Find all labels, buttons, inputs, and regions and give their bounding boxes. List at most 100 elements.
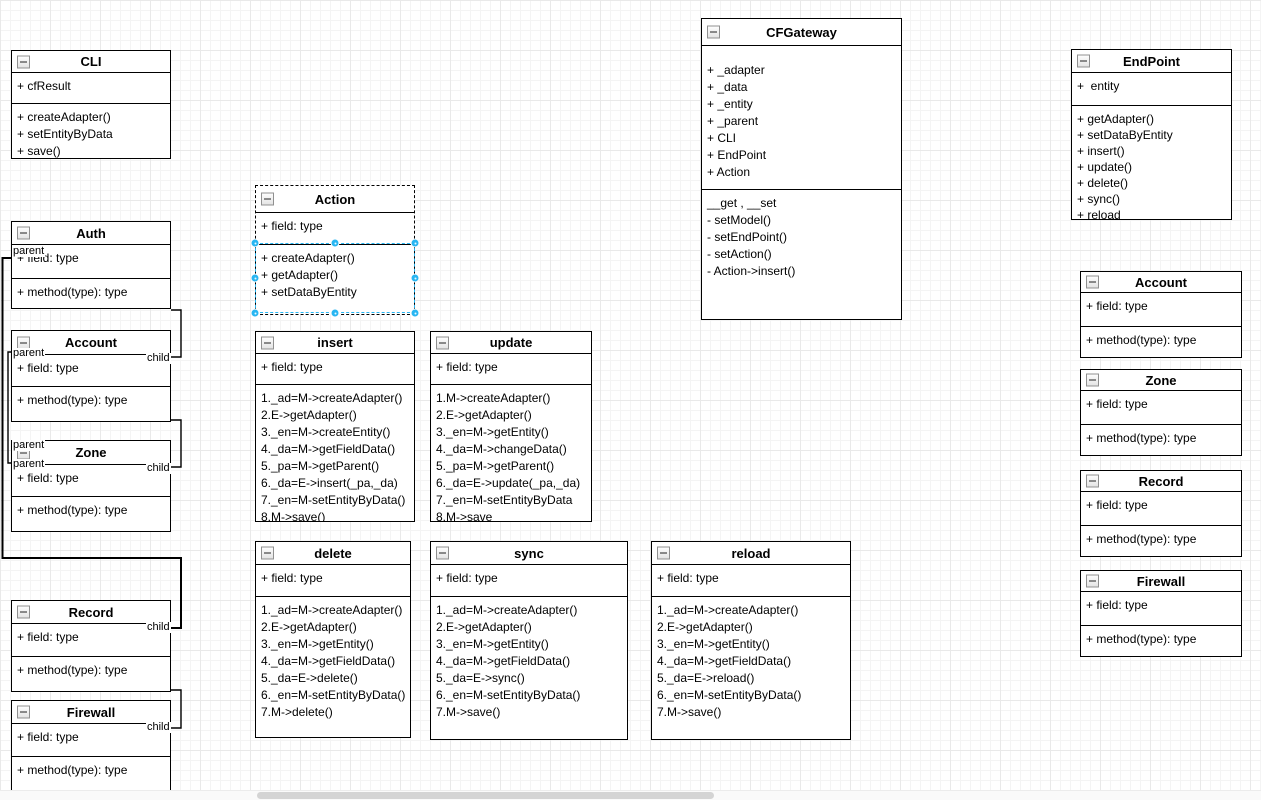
class-title-bar[interactable]: Record bbox=[1081, 471, 1241, 492]
horizontal-scrollbar-thumb[interactable] bbox=[257, 792, 714, 799]
class-methods-compartment[interactable]: + createAdapter()+ getAdapter()+ setData… bbox=[256, 244, 414, 314]
class-endpoint[interactable]: EndPoint+ entity+ getAdapter()+ setDataB… bbox=[1071, 49, 1232, 220]
class-methods-compartment[interactable]: + method(type): type bbox=[12, 656, 170, 691]
collapse-icon[interactable] bbox=[657, 546, 670, 560]
class-title-bar[interactable]: Account bbox=[1081, 272, 1241, 293]
class-zone-left[interactable]: Zone+ field: type+ method(type): type bbox=[11, 440, 171, 532]
collapse-icon[interactable] bbox=[1086, 574, 1099, 588]
class-title-bar[interactable]: sync bbox=[431, 542, 627, 565]
collapse-icon[interactable] bbox=[436, 336, 449, 349]
class-attrs-compartment[interactable]: + field: type bbox=[1081, 492, 1241, 525]
collapse-icon[interactable] bbox=[1086, 373, 1099, 387]
class-attrs-compartment[interactable]: + field: type bbox=[1081, 293, 1241, 326]
class-cfgateway[interactable]: CFGateway+ _adapter+ _data+ _entity+ _pa… bbox=[701, 18, 902, 320]
class-methods-compartment[interactable]: 1._ad=M->createAdapter()2.E->getAdapter(… bbox=[652, 596, 850, 739]
collapse-icon[interactable] bbox=[1086, 474, 1099, 488]
collapse-icon[interactable] bbox=[261, 546, 274, 560]
selection-handle[interactable] bbox=[250, 273, 260, 283]
class-methods-compartment[interactable]: + method(type): type bbox=[1081, 326, 1241, 357]
class-record-left[interactable]: Record+ field: type+ method(type): type bbox=[11, 600, 171, 692]
class-account-right[interactable]: Account+ field: type+ method(type): type bbox=[1080, 271, 1242, 358]
class-methods-compartment[interactable]: 1._ad=M->createAdapter()2.E->getAdapter(… bbox=[256, 384, 414, 521]
class-record-right[interactable]: Record+ field: type+ method(type): type bbox=[1080, 470, 1242, 557]
class-zone-right[interactable]: Zone+ field: type+ method(type): type bbox=[1080, 369, 1242, 456]
class-title-bar[interactable]: CFGateway bbox=[702, 19, 901, 46]
class-methods-compartment[interactable]: 1.M->createAdapter()2.E->getAdapter()3._… bbox=[431, 384, 591, 521]
collapse-icon[interactable] bbox=[261, 192, 274, 206]
collapse-icon[interactable] bbox=[707, 25, 720, 39]
class-title-bar[interactable]: Auth bbox=[12, 222, 170, 245]
class-methods-compartment[interactable]: + method(type): type bbox=[1081, 525, 1241, 556]
selection-handle[interactable] bbox=[250, 308, 260, 318]
edge-record-firewall-child[interactable] bbox=[171, 689, 182, 729]
class-firewall-left[interactable]: Firewall+ field: type+ method(type): typ… bbox=[11, 700, 171, 792]
class-attrs-compartment[interactable]: + field: type bbox=[652, 565, 850, 596]
collapse-icon[interactable] bbox=[17, 605, 30, 619]
class-methods-compartment[interactable]: + method(type): type bbox=[1081, 625, 1241, 656]
class-action[interactable]: Action+ field: type+ createAdapter()+ ge… bbox=[255, 185, 415, 315]
class-attrs-compartment[interactable]: + field: type bbox=[1081, 391, 1241, 424]
class-methods-compartment[interactable]: + method(type): type bbox=[12, 496, 170, 531]
class-title-bar[interactable]: Firewall bbox=[1081, 571, 1241, 592]
selection-handle[interactable] bbox=[410, 273, 420, 283]
class-methods-compartment[interactable]: + method(type): type bbox=[12, 278, 170, 308]
class-methods-compartment[interactable]: + method(type): type bbox=[1081, 424, 1241, 455]
class-auth[interactable]: Auth+ field: type+ method(type): type bbox=[11, 221, 171, 309]
class-attrs-compartment[interactable]: + field: type bbox=[256, 354, 414, 384]
collapse-icon[interactable] bbox=[261, 336, 274, 349]
collapse-icon[interactable] bbox=[17, 55, 30, 68]
edge-account-zone-child[interactable] bbox=[171, 419, 182, 468]
class-firewall-right[interactable]: Firewall+ field: type+ method(type): typ… bbox=[1080, 570, 1242, 657]
class-title-bar[interactable]: Zone bbox=[1081, 370, 1241, 391]
selection-handle[interactable] bbox=[410, 308, 420, 318]
class-attrs-compartment[interactable]: + field: type bbox=[256, 565, 410, 596]
selection-handle[interactable] bbox=[410, 238, 420, 248]
class-account-left[interactable]: Account+ field: type+ method(type): type bbox=[11, 330, 171, 422]
class-methods-compartment[interactable]: + method(type): type bbox=[12, 386, 170, 421]
class-methods-compartment[interactable]: 1._ad=M->createAdapter()2.E->getAdapter(… bbox=[431, 596, 627, 739]
collapse-icon[interactable] bbox=[1077, 54, 1090, 68]
class-title-bar[interactable]: Firewall bbox=[12, 701, 170, 724]
class-title-bar[interactable]: EndPoint bbox=[1072, 50, 1231, 73]
selection-handle[interactable] bbox=[330, 238, 340, 248]
class-methods-compartment[interactable]: 1._ad=M->createAdapter()2.E->getAdapter(… bbox=[256, 596, 410, 737]
class-attrs-compartment[interactable]: + field: type bbox=[12, 355, 170, 386]
class-attrs-compartment[interactable]: + field: type bbox=[1081, 592, 1241, 625]
class-methods-compartment[interactable]: + createAdapter()+ setEntityByData+ save… bbox=[12, 103, 170, 158]
class-methods-compartment[interactable]: + method(type): type bbox=[12, 756, 170, 791]
class-title-bar[interactable]: Record bbox=[12, 601, 170, 624]
horizontal-scrollbar[interactable] bbox=[0, 790, 1261, 800]
class-methods-compartment[interactable]: + getAdapter()+ setDataByEntity+ insert(… bbox=[1072, 105, 1231, 219]
class-title-bar[interactable]: update bbox=[431, 332, 591, 354]
collapse-icon[interactable] bbox=[1086, 275, 1099, 289]
class-title-bar[interactable]: Account bbox=[12, 331, 170, 355]
class-title-bar[interactable]: Action bbox=[256, 186, 414, 213]
class-title-bar[interactable]: delete bbox=[256, 542, 410, 565]
edge-auth-account-child[interactable] bbox=[171, 309, 182, 358]
class-title-bar[interactable]: reload bbox=[652, 542, 850, 565]
class-attrs-compartment[interactable]: + entity bbox=[1072, 73, 1231, 105]
collapse-icon[interactable] bbox=[17, 705, 30, 719]
class-attrs-compartment[interactable]: + field: type bbox=[431, 565, 627, 596]
class-attrs-compartment[interactable]: + field: type bbox=[12, 624, 170, 656]
class-attrs-compartment[interactable]: + field: type bbox=[12, 724, 170, 756]
class-cli[interactable]: CLI+ cfResult+ createAdapter()+ setEntit… bbox=[11, 50, 171, 159]
selection-handle[interactable] bbox=[250, 238, 260, 248]
class-attrs-compartment[interactable]: + field: type bbox=[12, 465, 170, 496]
class-title-bar[interactable]: CLI bbox=[12, 51, 170, 73]
class-attrs-compartment[interactable]: + field: type bbox=[256, 213, 414, 244]
class-attrs-compartment[interactable]: + field: type bbox=[431, 354, 591, 384]
class-title-bar[interactable]: insert bbox=[256, 332, 414, 354]
collapse-icon[interactable] bbox=[436, 546, 449, 560]
class-attrs-compartment[interactable]: + _adapter+ _data+ _entity+ _parent+ CLI… bbox=[702, 46, 901, 189]
class-methods-compartment[interactable]: __get , __set- setModel()- setEndPoint()… bbox=[702, 189, 901, 319]
class-attrs-compartment[interactable]: + cfResult bbox=[12, 73, 170, 103]
collapse-icon[interactable] bbox=[17, 226, 30, 240]
selection-handle[interactable] bbox=[330, 308, 340, 318]
